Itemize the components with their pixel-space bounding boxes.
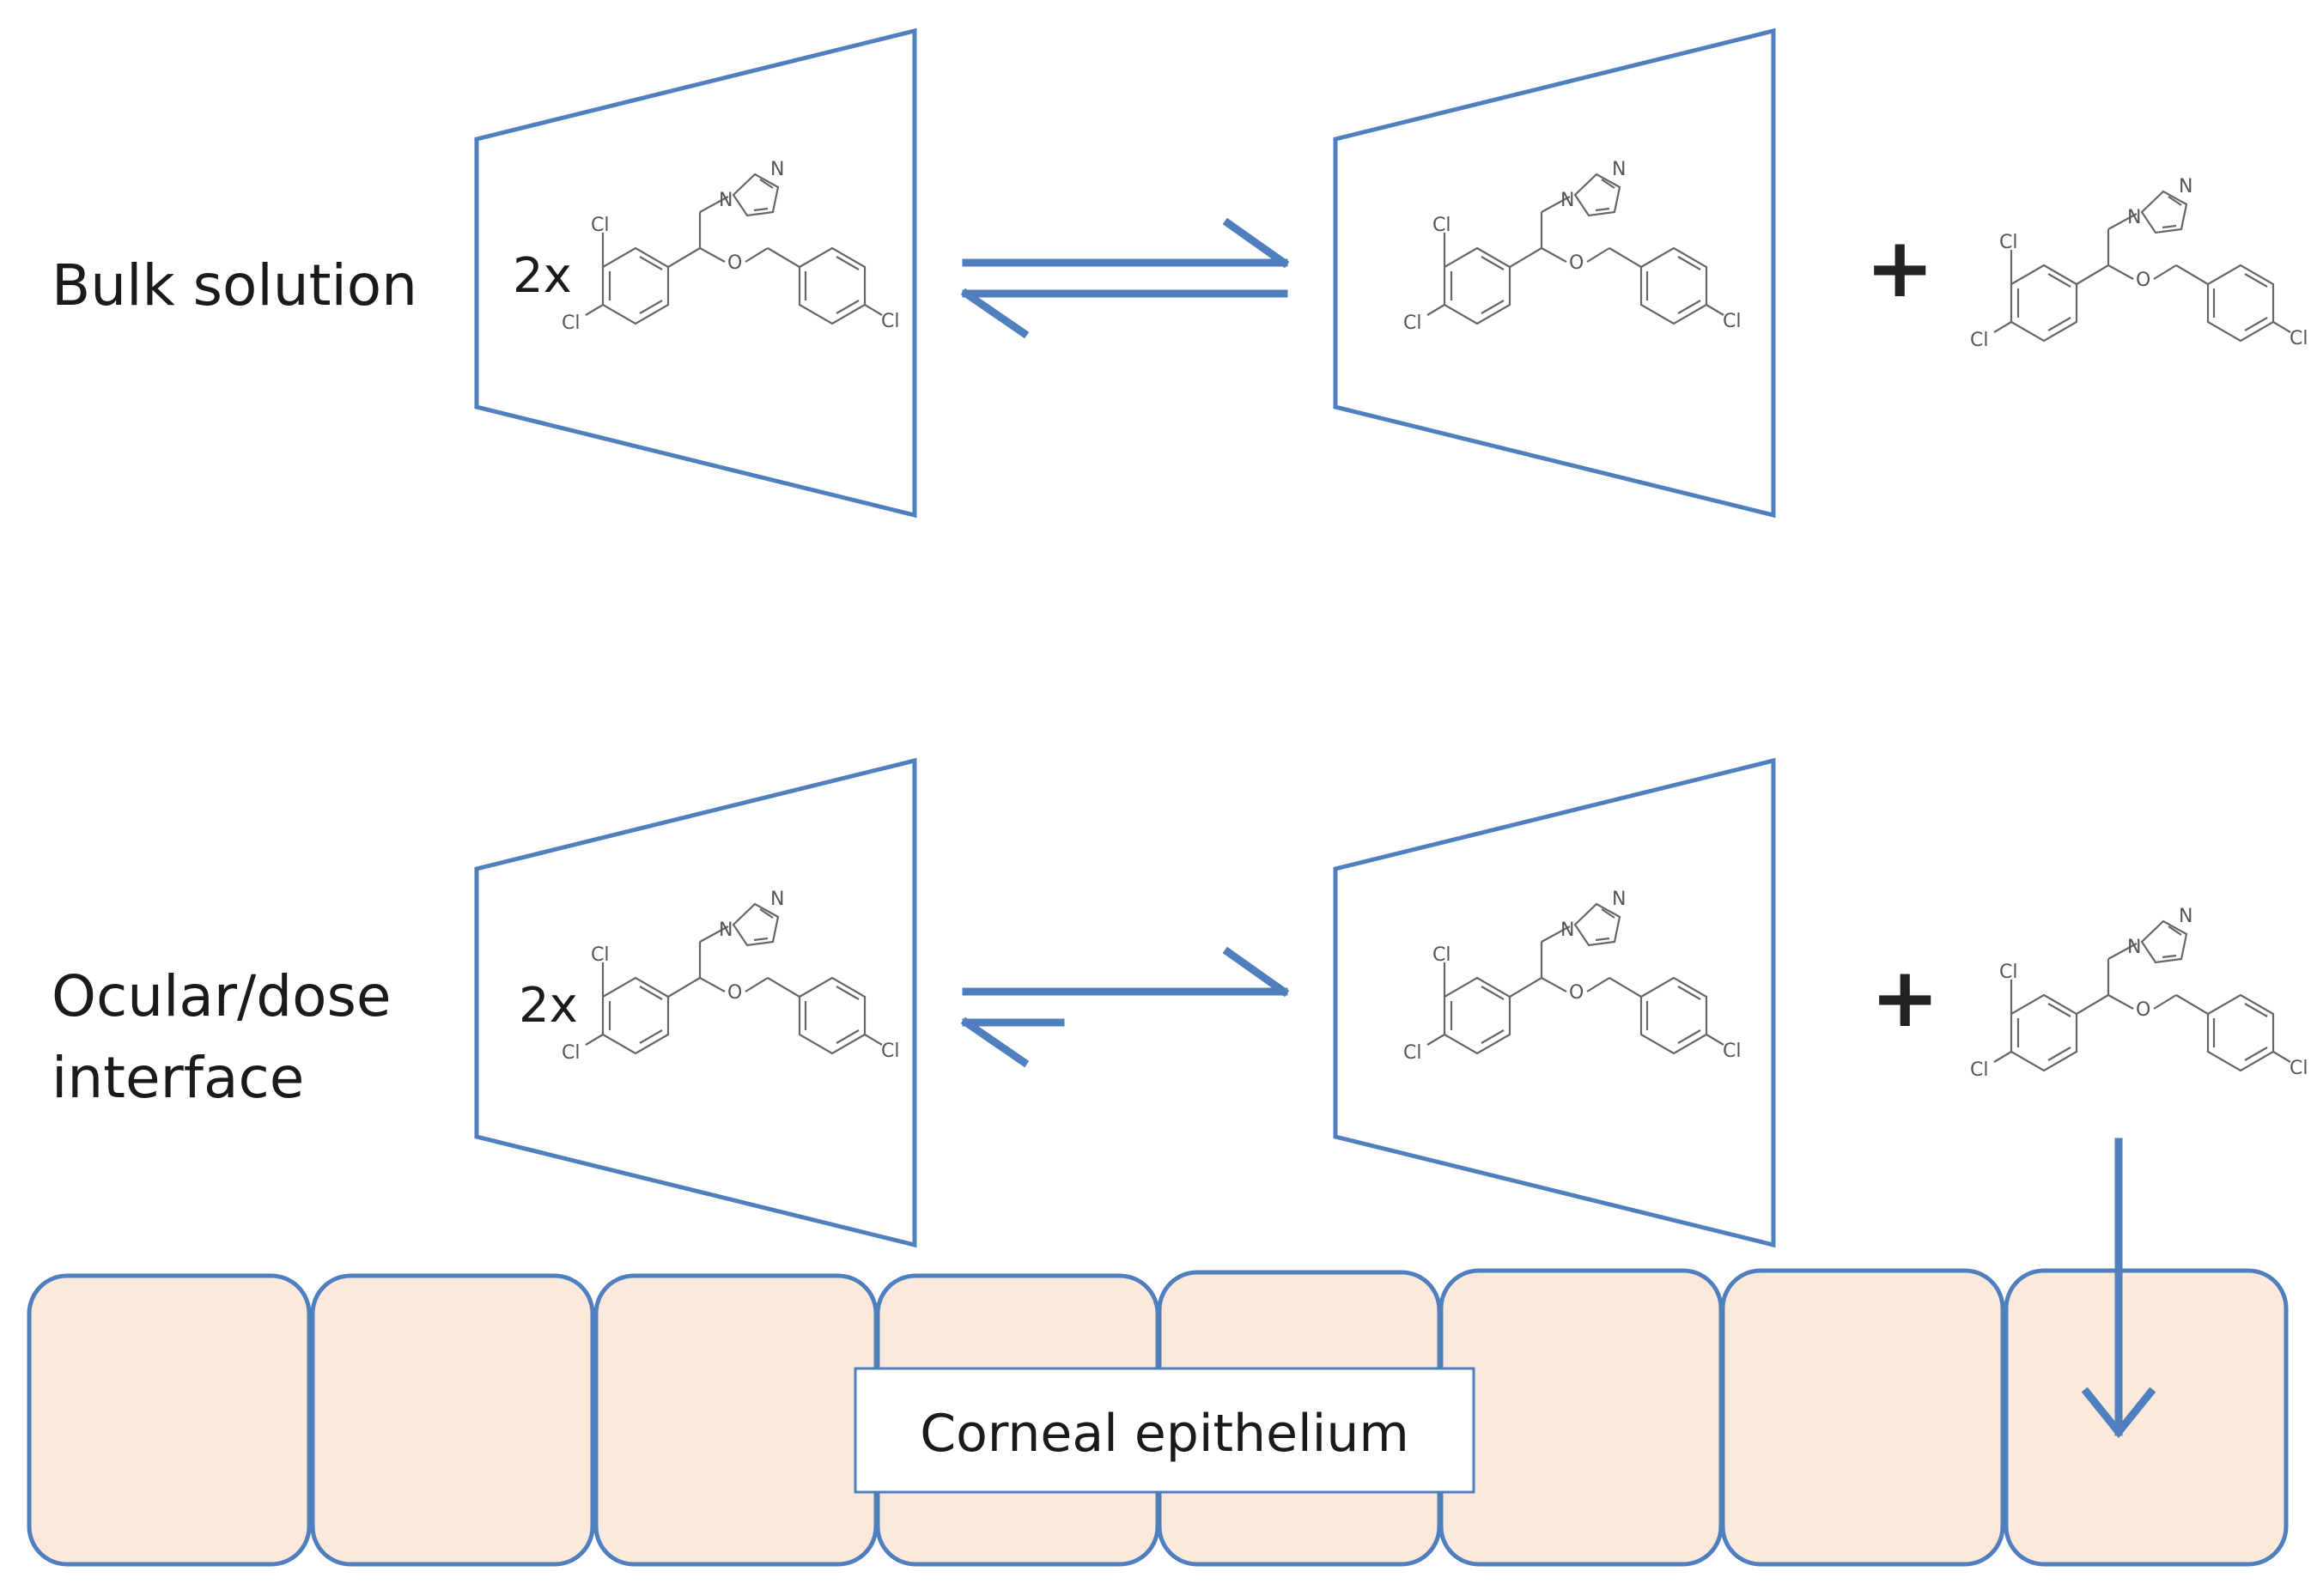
dimer-coefficient-interface: 2x xyxy=(519,978,578,1034)
monomer-frame-interface xyxy=(1333,757,1776,1248)
epithelial-cell xyxy=(593,1273,879,1567)
plus-sign-interface: + xyxy=(1870,950,1939,1046)
epithelial-cell xyxy=(27,1273,312,1567)
forward-arrow-barb-bulk xyxy=(1222,217,1290,269)
dimer-coefficient-bulk: 2x xyxy=(513,248,572,304)
miconazole-molecule-free xyxy=(1968,904,2309,1083)
epithelial-cell xyxy=(2004,1268,2289,1567)
dimer-micelle-frame-interface xyxy=(474,757,917,1248)
forward-arrow-barb-interface xyxy=(1222,946,1290,998)
epithelial-cell xyxy=(1438,1268,1724,1567)
dimer-micelle-frame-bulk xyxy=(474,27,917,519)
reverse-arrow-barb-interface xyxy=(960,1016,1030,1068)
reverse-arrow-barb-bulk xyxy=(960,288,1030,339)
miconazole-molecule-free xyxy=(1968,174,2309,353)
plus-sign-bulk: + xyxy=(1865,220,1934,316)
corneal-epithelium-label-box xyxy=(854,1367,1475,1494)
ocular-interface-label-line2: interface xyxy=(52,1045,304,1111)
permeation-arrow-head xyxy=(2081,1387,2156,1439)
bulk-solution-label: Bulk solution xyxy=(52,252,417,319)
monomer-frame-bulk xyxy=(1333,27,1776,519)
epithelial-cell xyxy=(310,1273,595,1567)
epithelial-cell xyxy=(1720,1268,2005,1567)
ocular-interface-label-line1: Ocular/dose xyxy=(52,963,391,1029)
corneal-epithelium-label: Corneal epithelium xyxy=(920,1404,1409,1464)
